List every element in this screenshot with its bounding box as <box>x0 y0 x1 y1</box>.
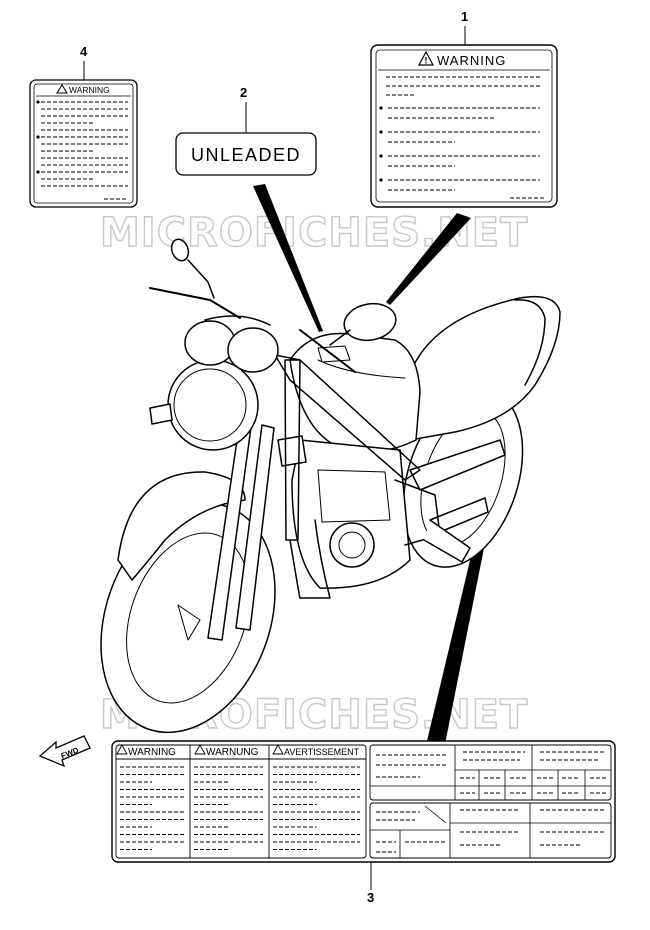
label-3-table-text <box>376 751 607 853</box>
multi-language-label-3[interactable]: WARNING WARNUNG AVERTISSEMENT <box>111 740 616 863</box>
bullet-dot <box>36 135 40 139</box>
label-4-text-lines <box>36 100 128 200</box>
warning-triangle-icon <box>194 744 206 755</box>
unleaded-text: UNLEADED <box>191 145 301 165</box>
label-3-warning-title: WARNING <box>128 747 176 758</box>
label-1-text-lines <box>379 76 545 199</box>
warning-triangle-icon <box>56 84 68 94</box>
bullet-dot <box>379 130 383 134</box>
label-4-title: WARNING <box>69 85 110 95</box>
label-3-text-lines <box>120 766 360 850</box>
label-1-title: WARNING <box>437 53 506 68</box>
fwd-arrow-icon: FWD <box>38 735 91 768</box>
motorcycle-illustration <box>100 238 561 734</box>
warning-triangle-mark: ! <box>425 56 428 66</box>
bullet-dot <box>379 106 383 110</box>
warning-triangle-icon <box>417 50 435 66</box>
label-3-avertissement-title: AVERTISSEMENT <box>284 747 360 757</box>
warning-triangle-icon <box>116 744 128 755</box>
callout-4: 4 <box>80 44 88 59</box>
warning-label-1[interactable]: ! WARNING <box>370 44 558 208</box>
label-3-warnung-title: WARNUNG <box>206 747 259 758</box>
pointer-wedge-label-1 <box>386 213 471 305</box>
callout-2: 2 <box>240 85 247 100</box>
callout-1: 1 <box>461 9 468 24</box>
bullet-dot <box>379 178 383 182</box>
pointer-wedge-label-2 <box>253 184 323 332</box>
warning-triangle-icon <box>272 744 284 755</box>
bullet-dot <box>36 170 40 174</box>
pointer-wedge-label-3 <box>427 510 491 744</box>
unleaded-label-2[interactable]: UNLEADED <box>175 132 317 176</box>
warning-label-4[interactable]: WARNING <box>29 79 138 208</box>
bullet-dot <box>379 154 383 158</box>
callout-3: 3 <box>367 890 374 905</box>
bullet-dot <box>36 100 40 104</box>
